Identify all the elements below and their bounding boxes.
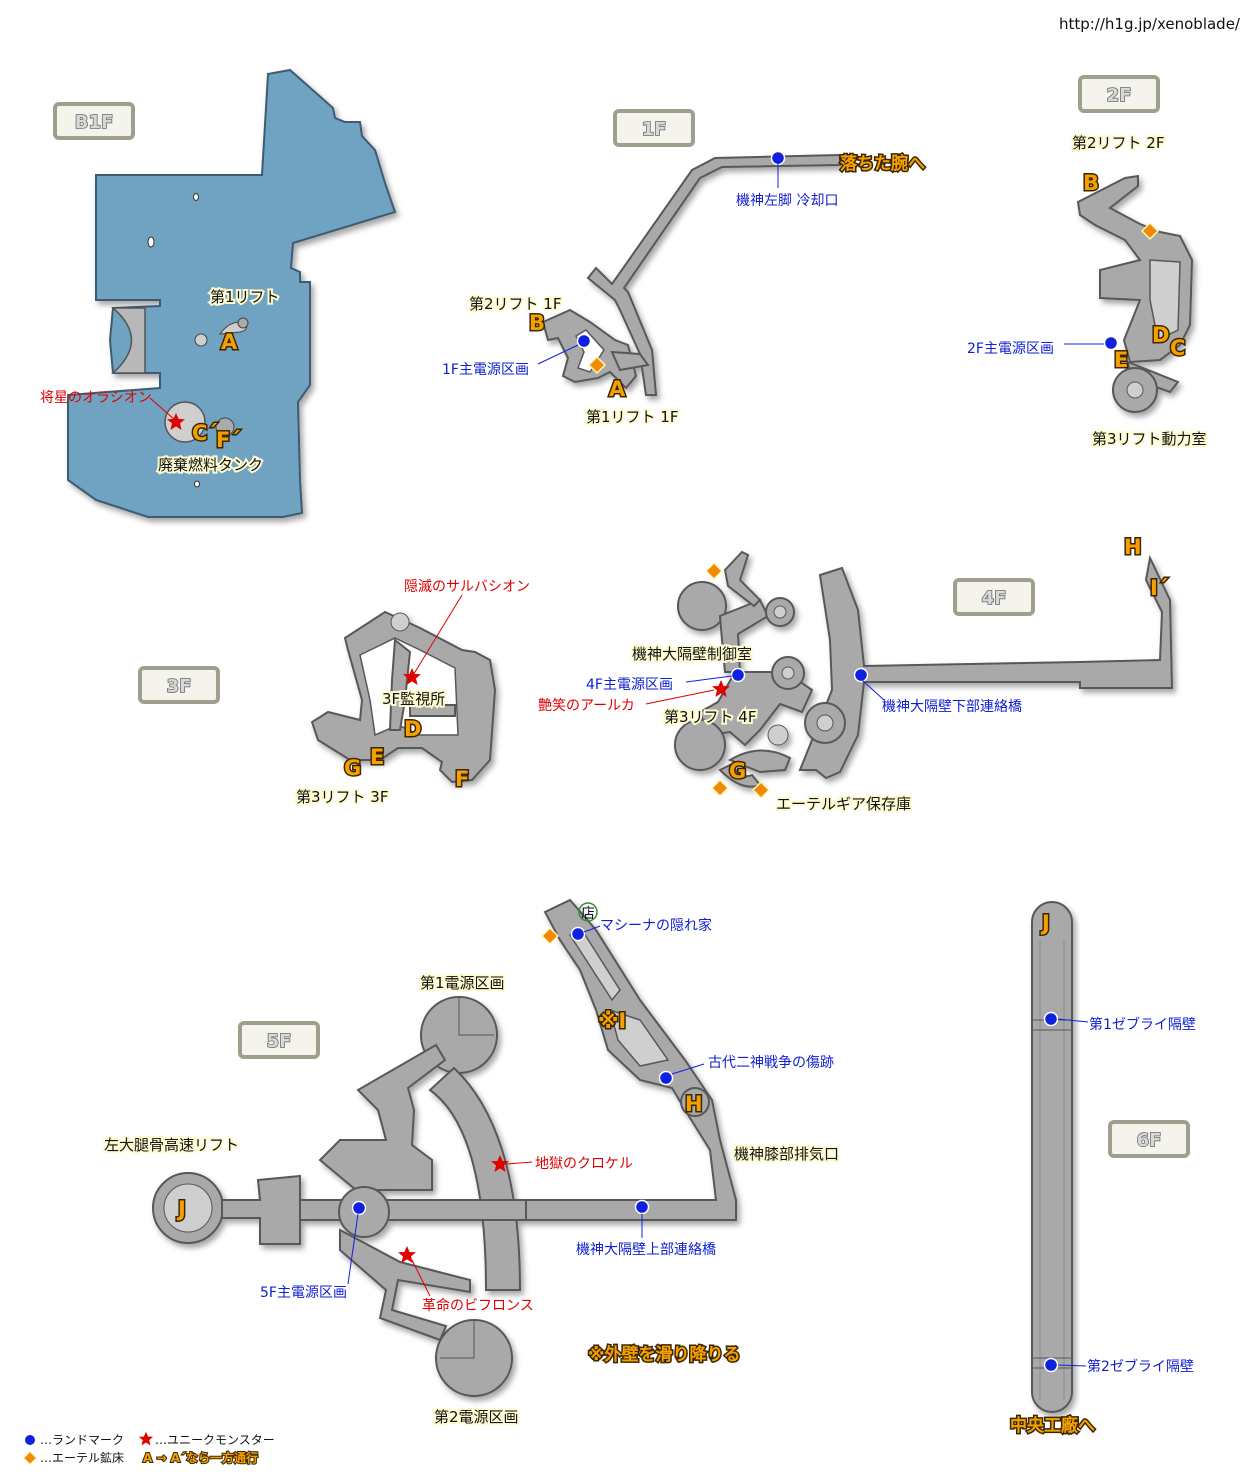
landmark-f5-scar: 古代二神戦争の傷跡 [708, 1055, 834, 1071]
f4-ether-label: エーテルギア保存庫 [776, 795, 911, 813]
marker-i-f5: ※I [598, 1009, 626, 1033]
f2-lift3room-label: 第3リフト動力室 [1092, 430, 1207, 448]
marker-d-f3: D [404, 717, 421, 741]
f4-lift3-label: 第3リフト 4F [664, 708, 756, 726]
svg-text:A → A´: A → A´ [143, 1451, 186, 1465]
landmark-icon [1043, 1011, 1059, 1027]
marker-c2: C´ [192, 421, 218, 445]
marker-f2: F´ [216, 428, 241, 452]
floor-badge-2f: 2F [1078, 75, 1160, 113]
marker-b-f1: B [529, 311, 545, 335]
landmark-f1-cooling: 機神左脚 冷却口 [736, 193, 838, 209]
f5-left-lift-label: 左大腿骨高速リフト [104, 1136, 239, 1154]
landmark-icon [658, 1070, 674, 1086]
landmark-f4-power: 4F主電源区画 [586, 677, 673, 693]
f1-lift2-label: 第2リフト 1F [469, 295, 561, 313]
marker-e-f3: E [370, 745, 384, 769]
svg-text:…ランドマーク: …ランドマーク [40, 1433, 124, 1447]
svg-text:なら一方通行: なら一方通行 [186, 1450, 258, 1465]
marker-e-f2: E [1114, 348, 1128, 372]
floor-badge-b1f: B1F [53, 102, 135, 140]
b1f-lift1-label: 第1リフト [210, 288, 280, 306]
f1-lift1-label: 第1リフト 1F [586, 408, 678, 426]
svg-text:B1F: B1F [75, 112, 114, 133]
exit-f1: 落ちた腕へ [840, 153, 925, 174]
marker-j-f5: J [176, 1197, 186, 1221]
floor-badge-4f: 4F [953, 578, 1035, 616]
landmark-f5-hideout: マシーナの隠れ家 [600, 917, 712, 934]
marker-f-f3: F [455, 767, 469, 791]
b1f-map [67, 68, 397, 518]
landmark-f1-power: 1F主電源区画 [442, 362, 529, 378]
ether-diamond-icon [23, 1450, 38, 1466]
ether-diamond-icon [705, 562, 723, 580]
f4-map [674, 550, 1174, 788]
f4-control-label: 機神大隔壁制御室 [632, 645, 752, 663]
legend: …ランドマーク …ユニークモンスター …エーテル鉱床 A → A´ なら一方通行 [23, 1431, 275, 1466]
unique-f4: 艶笑のアールカ [538, 698, 635, 714]
source-url: http://h1g.jp/xenoblade/ [1059, 15, 1241, 33]
ether-diamond-icon [711, 779, 729, 797]
unique-f3: 隠滅のサルバシオン [404, 579, 530, 595]
unique-f5a: 地獄のクロケル [535, 1156, 633, 1172]
marker-j-f6: J [1040, 911, 1050, 935]
f2-lift2-label: 第2リフト 2F [1072, 134, 1164, 152]
floor-badge-1f: 1F [613, 109, 695, 147]
landmark-f6-zeb2: 第2ゼブライ隔壁 [1087, 1358, 1194, 1375]
landmark-icon [853, 667, 869, 683]
shop-icon: 店 [581, 906, 595, 922]
landmark-icon [351, 1200, 367, 1216]
svg-text:3F: 3F [167, 676, 192, 697]
f2-map [1076, 174, 1194, 413]
svg-text:1F: 1F [642, 119, 667, 140]
unique-b1f: 将星のオラシオン [40, 390, 152, 406]
floor-badge-3f: 3F [138, 666, 220, 704]
landmark-icon [1043, 1357, 1059, 1373]
unique-f5b: 革命のビフロンス [422, 1297, 534, 1314]
marker-d-f2: D [1152, 323, 1169, 347]
floor-badge-5f: 5F [238, 1021, 320, 1059]
marker-h-f4: H [1124, 535, 1142, 559]
marker-c-f2: C [1170, 336, 1185, 360]
landmark-icon [25, 1435, 35, 1445]
svg-text:…エーテル鉱床: …エーテル鉱床 [40, 1450, 124, 1465]
f3-monitor-label: 3F監視所 [382, 690, 445, 708]
landmark-f6-zeb1: 第1ゼブライ隔壁 [1089, 1016, 1196, 1033]
f3-map [310, 610, 497, 784]
marker-h-f5: H [685, 1092, 703, 1116]
marker-a-b1f: A [221, 330, 238, 354]
b1f-tank-label: 廃棄燃料タンク [158, 456, 263, 474]
f5-power1-label: 第1電源区画 [420, 974, 505, 992]
svg-text:6F: 6F [1137, 1130, 1162, 1151]
f5-vent-label: 機神膝部排気口 [734, 1145, 839, 1163]
f3-lift3-label: 第3リフト 3F [296, 788, 388, 806]
landmark-f5-power: 5F主電源区画 [260, 1285, 347, 1301]
unique-star-icon [398, 1246, 416, 1263]
landmark-icon [634, 1199, 650, 1215]
f1-map [541, 153, 841, 396]
landmark-icon [730, 667, 746, 683]
landmark-f5-bridge: 機神大隔壁上部連絡橋 [576, 1242, 716, 1258]
f5-power2-label: 第2電源区画 [434, 1408, 519, 1426]
floor-badge-6f: 6F [1108, 1120, 1190, 1158]
svg-text:…ユニークモンスター: …ユニークモンスター [155, 1433, 275, 1447]
svg-text:2F: 2F [1107, 85, 1132, 106]
landmark-f4-bridge: 機神大隔壁下部連絡橋 [882, 699, 1022, 715]
landmark-icon [570, 926, 586, 942]
landmark-icon [576, 333, 592, 349]
f5-map [152, 898, 737, 1397]
f5-note: ※外壁を滑り降りる [588, 1344, 741, 1365]
marker-g-f4: G [729, 759, 746, 783]
f6-map [1031, 901, 1073, 1413]
marker-b-f2: B [1083, 171, 1099, 195]
landmark-f2-power: 2F主電源区画 [967, 341, 1054, 357]
marker-g-f3: G [344, 756, 361, 780]
svg-text:5F: 5F [267, 1031, 292, 1052]
svg-text:4F: 4F [982, 588, 1007, 609]
shop-ring [578, 902, 598, 922]
exit-f6: 中央工廠へ [1010, 1415, 1095, 1436]
unique-star-icon [138, 1431, 154, 1446]
marker-a-f1: A [609, 377, 626, 401]
marker-i2: I´ [1150, 576, 1168, 600]
